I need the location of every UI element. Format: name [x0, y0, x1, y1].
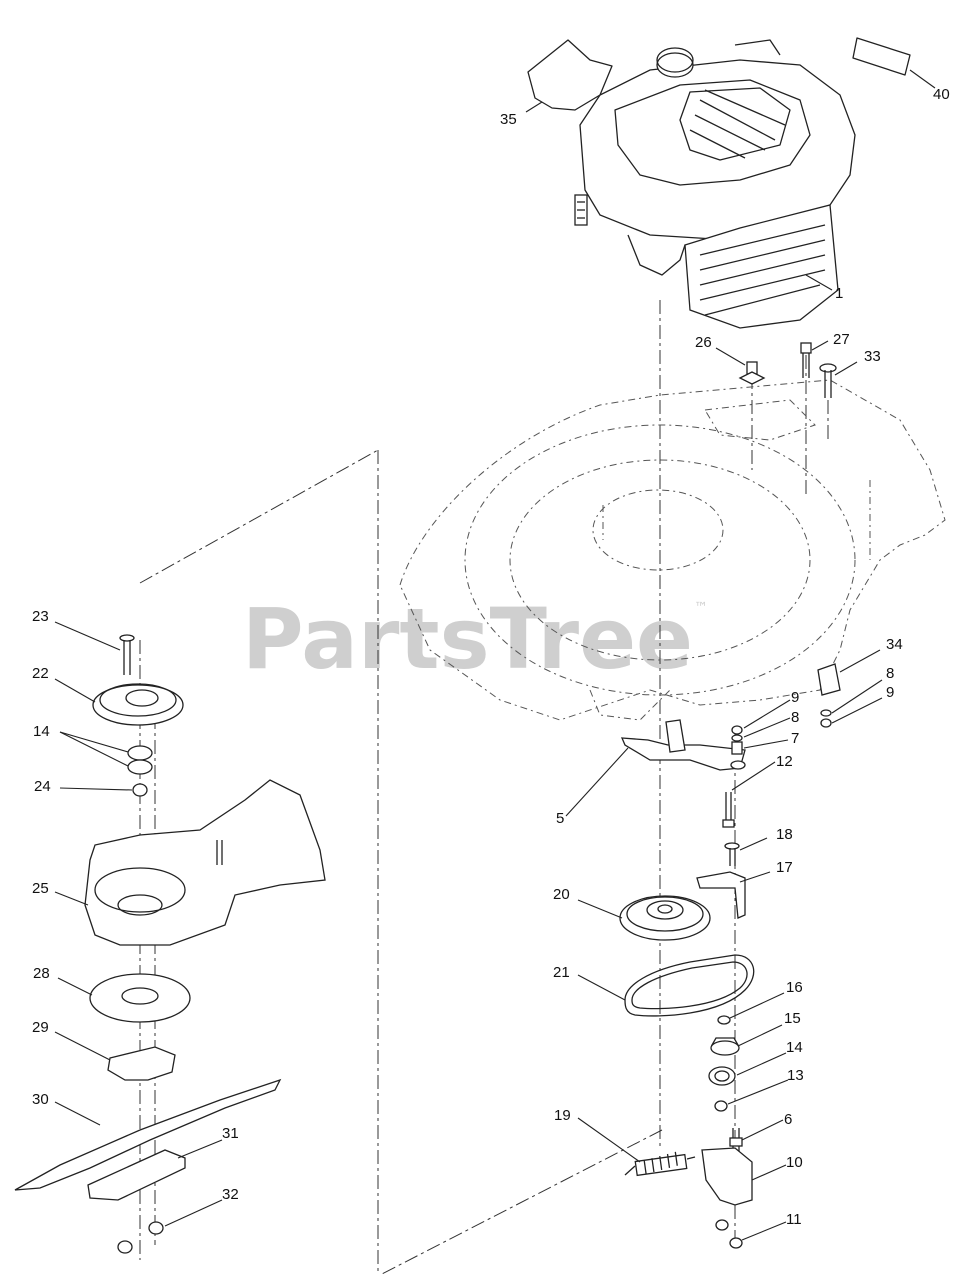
- callout-31: 31: [222, 1125, 239, 1142]
- blade-disc-28: [89, 973, 191, 1023]
- callout-29: 29: [32, 1019, 49, 1036]
- pulley-20: [619, 895, 711, 941]
- callout-40: 40: [933, 86, 950, 103]
- spring-19: [624, 1151, 696, 1177]
- watermark-trademark: ™: [694, 600, 708, 616]
- engine-assembly: [574, 39, 856, 329]
- decal: [852, 37, 911, 76]
- nut-11: [729, 1237, 743, 1249]
- housing-25: [84, 779, 326, 946]
- blade-bracket-29: [107, 1046, 176, 1081]
- callout-12: 12: [776, 753, 793, 770]
- blade-stiffener-31: [87, 1149, 186, 1201]
- blade-adapter-22: [92, 683, 184, 726]
- callout-18: 18: [776, 826, 793, 843]
- pivot-hardware-stack: [730, 725, 746, 770]
- engine-cover-panel: [527, 39, 613, 111]
- callout-20: 20: [553, 886, 570, 903]
- callout-35: 35: [500, 111, 517, 128]
- callout-7: 7: [791, 730, 799, 747]
- callout-11: 11: [786, 1211, 802, 1228]
- callout-34: 34: [886, 636, 903, 653]
- callout-1: 1: [835, 285, 843, 302]
- bearing-14-upper: [127, 745, 153, 761]
- bearing-14-lower: [127, 759, 153, 775]
- callout-23: 23: [32, 608, 49, 625]
- callout-9: 9: [886, 684, 894, 701]
- nut-32-right: [148, 1221, 164, 1235]
- nut-24: [132, 783, 148, 797]
- assembly-axis-lines: [139, 300, 829, 1276]
- callout-19: 19: [554, 1107, 571, 1124]
- callout-24: 24: [34, 778, 51, 795]
- callout-22: 22: [32, 665, 49, 682]
- callout-14: 14: [786, 1039, 803, 1056]
- callout-labels: 1 5 6 7 8 8 9 9 10 11 12 13 14 14 15 16 …: [32, 86, 950, 1228]
- callout-8: 8: [791, 709, 799, 726]
- mower-deck-outline: [399, 379, 946, 721]
- spacer-block-34: [817, 663, 841, 728]
- callout-8: 8: [886, 665, 894, 682]
- callout-14: 14: [33, 723, 50, 740]
- v-belt-21: [624, 954, 755, 1017]
- bolt-23: [119, 634, 135, 675]
- callout-32: 32: [222, 1186, 239, 1203]
- engine-mount-hardware: [738, 342, 837, 398]
- callout-5: 5: [556, 810, 564, 827]
- nut-32-left: [117, 1240, 133, 1254]
- callout-9: 9: [791, 689, 799, 706]
- callout-17: 17: [776, 859, 793, 876]
- callout-10: 10: [786, 1154, 803, 1171]
- callout-16: 16: [786, 979, 803, 996]
- callout-30: 30: [32, 1091, 49, 1108]
- bolt-12: [722, 792, 735, 828]
- callout-26: 26: [695, 334, 712, 351]
- callout-15: 15: [784, 1010, 801, 1027]
- watermark-text: PartsTree: [242, 590, 693, 688]
- pin-18: [724, 842, 740, 866]
- callout-leaders: [54, 69, 936, 1241]
- idler-arm-10: [701, 1147, 753, 1206]
- nut-10: [715, 1219, 729, 1231]
- callout-33: 33: [864, 348, 881, 365]
- callout-21: 21: [553, 964, 570, 981]
- callout-27: 27: [833, 331, 850, 348]
- bearing-stack-right: [708, 1015, 740, 1112]
- callout-28: 28: [33, 965, 50, 982]
- callout-25: 25: [32, 880, 49, 897]
- blade-30: [14, 1078, 282, 1191]
- drive-bracket-mount: [665, 719, 686, 753]
- bracket-17: [696, 871, 746, 919]
- callout-13: 13: [787, 1067, 804, 1084]
- callout-6: 6: [784, 1111, 792, 1128]
